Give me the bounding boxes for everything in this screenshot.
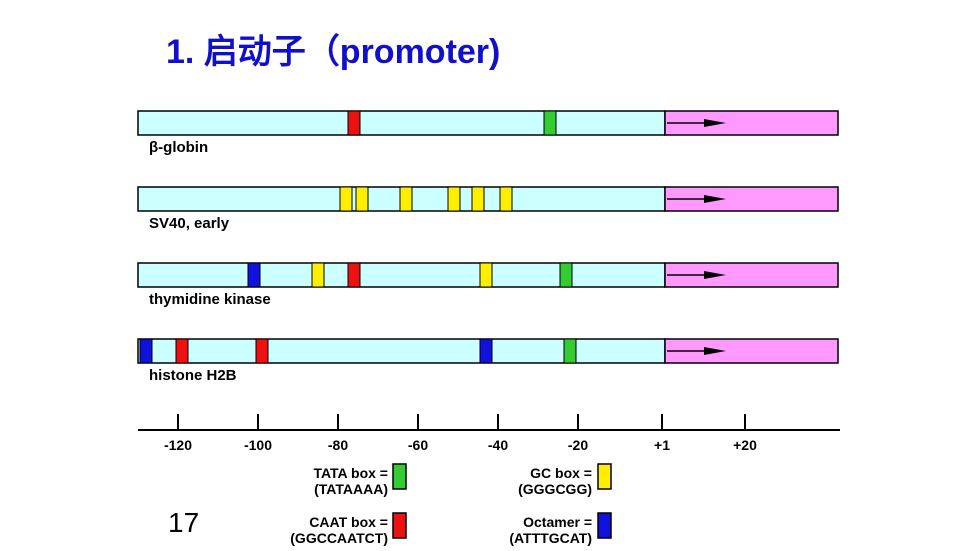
- element-box-caat: [347, 110, 361, 136]
- transcription-arrow-head: [704, 271, 726, 279]
- element-box-caat: [347, 262, 361, 288]
- element-box-gc: [447, 186, 461, 212]
- gene-label: histone H2B: [149, 367, 237, 384]
- legend-sequence: (TATAAAA): [314, 481, 388, 497]
- legend-label: TATA box =: [313, 465, 388, 481]
- gene-label: thymidine kinase: [149, 291, 271, 308]
- legend-swatch-octamer: [597, 512, 612, 539]
- legend-sequence: (GGGCGG): [518, 481, 592, 497]
- transcription-arrow-head: [704, 119, 726, 127]
- legend-label: CAAT box =: [309, 514, 388, 530]
- page-number: 17: [168, 507, 200, 538]
- axis-tick-label: +1: [654, 437, 670, 453]
- element-box-gc: [339, 186, 353, 212]
- legend-swatch-caat: [392, 512, 407, 539]
- gene-label: β-globin: [149, 139, 208, 156]
- promoter-region: [137, 338, 666, 364]
- legend-swatch-tata: [392, 463, 407, 490]
- axis-tick-label: -80: [328, 437, 348, 453]
- element-box-tata: [563, 338, 577, 364]
- promoter-region: [137, 110, 666, 136]
- element-box-gc: [355, 186, 369, 212]
- element-box-gc: [479, 262, 493, 288]
- page-title: 1. 启动子（promoter): [166, 33, 501, 71]
- element-box-gc: [399, 186, 413, 212]
- element-box-caat: [175, 338, 189, 364]
- axis-tick-label: +20: [733, 437, 757, 453]
- axis-tick-label: -100: [244, 437, 272, 453]
- transcription-arrow-head: [704, 347, 726, 355]
- element-box-octamer: [479, 338, 493, 364]
- gene-region: [664, 186, 839, 212]
- legend-sequence: (GGCCAATCT): [290, 530, 388, 546]
- element-box-octamer: [139, 338, 153, 364]
- axis-tick-label: -20: [568, 437, 588, 453]
- element-box-gc: [311, 262, 325, 288]
- gene-label: SV40, early: [149, 215, 230, 232]
- element-box-gc: [471, 186, 485, 212]
- element-box-tata: [559, 262, 573, 288]
- legend-swatch-gc: [597, 463, 612, 490]
- axis-tick-label: -120: [164, 437, 192, 453]
- legend-label: GC box =: [530, 465, 592, 481]
- axis-tick-label: -60: [408, 437, 428, 453]
- axis-tick-label: -40: [488, 437, 508, 453]
- element-box-caat: [255, 338, 269, 364]
- element-box-octamer: [247, 262, 261, 288]
- promoter-region: [137, 262, 666, 288]
- element-box-gc: [499, 186, 513, 212]
- legend-sequence: (ATTTGCAT): [509, 530, 592, 546]
- legend-label: Octamer =: [523, 514, 592, 530]
- element-box-tata: [543, 110, 557, 136]
- transcription-arrow-head: [704, 195, 726, 203]
